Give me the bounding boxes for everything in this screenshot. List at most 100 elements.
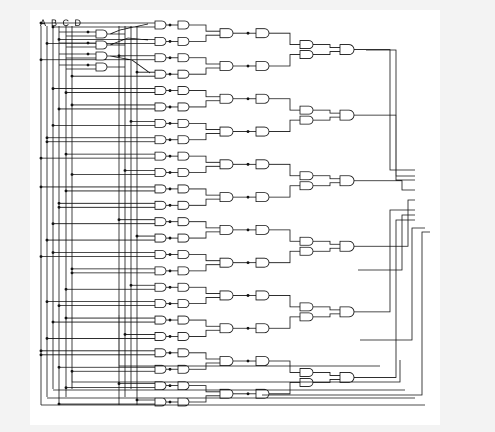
wire: [313, 313, 340, 318]
and-gate-icon: [177, 364, 190, 374]
junction-dot: [51, 87, 55, 90]
junction-dot: [246, 326, 250, 330]
junction-dot: [51, 251, 55, 254]
wire: [189, 90, 220, 98]
and-gate-icon: [177, 250, 190, 259]
and-gate-icon: [154, 53, 167, 63]
wire: [189, 100, 220, 108]
wire: [313, 116, 340, 121]
output-wire: [360, 227, 425, 341]
junction-dot: [64, 386, 68, 390]
and-gate-icon: [154, 217, 167, 227]
junction-dot: [246, 392, 250, 396]
and-gate-icon: [255, 93, 270, 104]
and-gate-icon: [299, 50, 314, 59]
and-gate-icon: [177, 233, 190, 243]
junction-dot: [246, 294, 250, 297]
and-gate-icon: [219, 356, 234, 366]
junction-dot: [117, 218, 121, 222]
wire: [269, 185, 300, 198]
junction-dot: [246, 64, 250, 68]
junction-dot: [246, 228, 250, 232]
junction-dot: [246, 261, 250, 265]
junction-dot: [246, 97, 250, 101]
and-gate-icon: [299, 378, 314, 387]
junction-dot: [168, 39, 172, 43]
junction-dot: [246, 359, 250, 363]
junction-dot: [45, 140, 49, 144]
wire: [313, 372, 340, 376]
and-gate-icon: [154, 69, 167, 79]
junction-dot: [51, 123, 55, 127]
and-gate-icon: [299, 115, 314, 125]
junction-dot: [129, 119, 133, 123]
and-gate-icon: [255, 224, 270, 235]
wire: [313, 247, 340, 252]
junction-dot: [86, 52, 90, 56]
and-gate-icon: [219, 323, 234, 334]
and-gate-icon: [219, 61, 234, 71]
wire: [189, 34, 220, 42]
junction-dot: [57, 205, 61, 209]
junction-dot: [45, 136, 49, 140]
junction-dot: [45, 300, 49, 304]
wire: [313, 379, 340, 383]
junction-dot: [39, 21, 43, 25]
junction-dot: [51, 25, 55, 29]
and-gate-icon: [177, 53, 190, 63]
and-gate-icon: [154, 135, 167, 145]
output-wire: [354, 49, 415, 171]
junction-dot: [123, 169, 127, 172]
and-gate-icon: [177, 135, 190, 145]
and-gate-icon: [219, 93, 234, 104]
and-gate-icon: [177, 184, 190, 194]
wire: [189, 221, 220, 229]
junction-dot: [168, 154, 172, 158]
and-gate-icon: [154, 282, 167, 292]
junction-dot: [168, 285, 172, 289]
junction-dot: [168, 56, 172, 60]
junction-dot: [64, 189, 68, 193]
and-gate-icon: [255, 159, 270, 170]
and-gate-icon: [95, 51, 108, 61]
and-gate-icon: [177, 151, 190, 161]
and-gate-icon: [177, 118, 190, 128]
wire: [189, 286, 220, 294]
wire: [313, 182, 340, 187]
output-wire: [354, 180, 415, 191]
junction-dot: [129, 283, 133, 287]
wire: [269, 54, 300, 67]
junction-dot: [123, 333, 127, 336]
wire: [189, 188, 220, 196]
wire: [189, 198, 220, 206]
junction-dot: [168, 187, 172, 191]
and-gate-icon: [219, 192, 234, 203]
junction-dot: [168, 171, 172, 174]
junction-dot: [70, 369, 74, 373]
and-gate-icon: [154, 299, 167, 309]
junction-dot: [51, 320, 55, 324]
and-gate-icon: [219, 159, 234, 170]
wire: [269, 98, 300, 111]
junction-dot: [117, 382, 121, 386]
junction-dot: [45, 41, 49, 45]
junction-dot: [168, 367, 172, 371]
and-gate-icon: [299, 181, 314, 191]
junction-dot: [57, 107, 61, 111]
junction-dot: [57, 365, 61, 369]
junction-dot: [135, 70, 139, 74]
junction-dot: [135, 398, 139, 402]
and-gate-icon: [154, 168, 167, 177]
wire: [109, 55, 151, 74]
and-gate-icon: [299, 236, 314, 246]
junction-dot: [168, 105, 172, 109]
junction-dot: [64, 91, 68, 94]
output-wire: [354, 209, 415, 313]
wire: [189, 155, 220, 163]
and-gate-icon: [95, 62, 108, 72]
junction-dot: [64, 287, 68, 291]
junction-dot: [64, 152, 68, 156]
and-gate-icon: [177, 36, 190, 46]
and-gate-icon: [154, 151, 167, 161]
and-gate-icon: [177, 217, 190, 227]
